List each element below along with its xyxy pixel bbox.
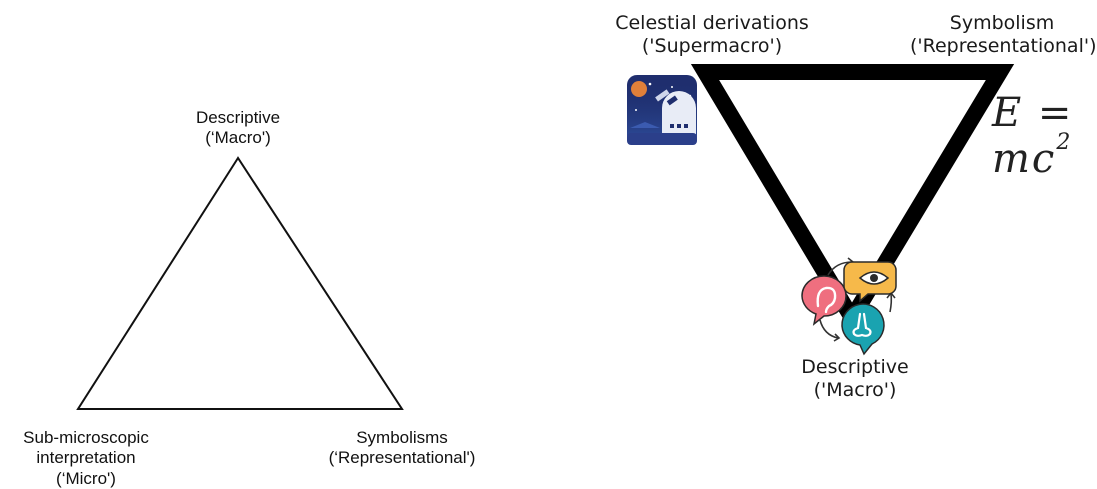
right-top-right-line2: ('Representational') xyxy=(910,34,1097,57)
left-bottom-left-label: Sub-microscopic interpretation (‘Micro') xyxy=(6,428,166,489)
formula-base: E = mc xyxy=(992,90,1074,182)
right-top-right-label: Symbolism ('Representational') xyxy=(910,12,1097,58)
left-triangle xyxy=(76,156,404,410)
right-top-left-line2: ('Supermacro') xyxy=(641,34,783,57)
observatory-icon xyxy=(627,75,697,145)
formula: E = mc2 xyxy=(992,90,1097,182)
right-top-left-label: Celestial derivations ('Supermacro') xyxy=(612,12,812,58)
formula-exponent: 2 xyxy=(1056,130,1073,155)
eye-icon xyxy=(843,261,897,303)
left-bottom-right-line2: (‘Representational') xyxy=(328,448,476,468)
left-top-label: Descriptive (‘Macro') xyxy=(178,108,298,149)
ear-icon xyxy=(801,275,847,326)
left-bottom-left-line3: (‘Micro') xyxy=(56,468,116,488)
right-bottom-line1: Descriptive xyxy=(801,356,909,378)
nose-icon xyxy=(841,303,885,356)
left-bottom-left-line1: Sub-microscopic xyxy=(23,428,149,447)
right-top-right-line1: Symbolism xyxy=(949,12,1055,34)
left-bottom-right-label: Symbolisms (‘Representational') xyxy=(312,428,492,469)
left-bottom-left-line2: interpretation xyxy=(36,448,136,468)
right-triangle xyxy=(690,64,1015,334)
right-top-left-line1: Celestial derivations xyxy=(615,12,809,34)
right-bottom-line2: ('Macro') xyxy=(813,378,897,401)
right-bottom-label: Descriptive ('Macro') xyxy=(780,356,930,402)
left-bottom-right-line1: Symbolisms xyxy=(356,428,448,447)
left-top-line2: (‘Macro') xyxy=(205,128,271,148)
left-top-line1: Descriptive xyxy=(195,108,281,127)
